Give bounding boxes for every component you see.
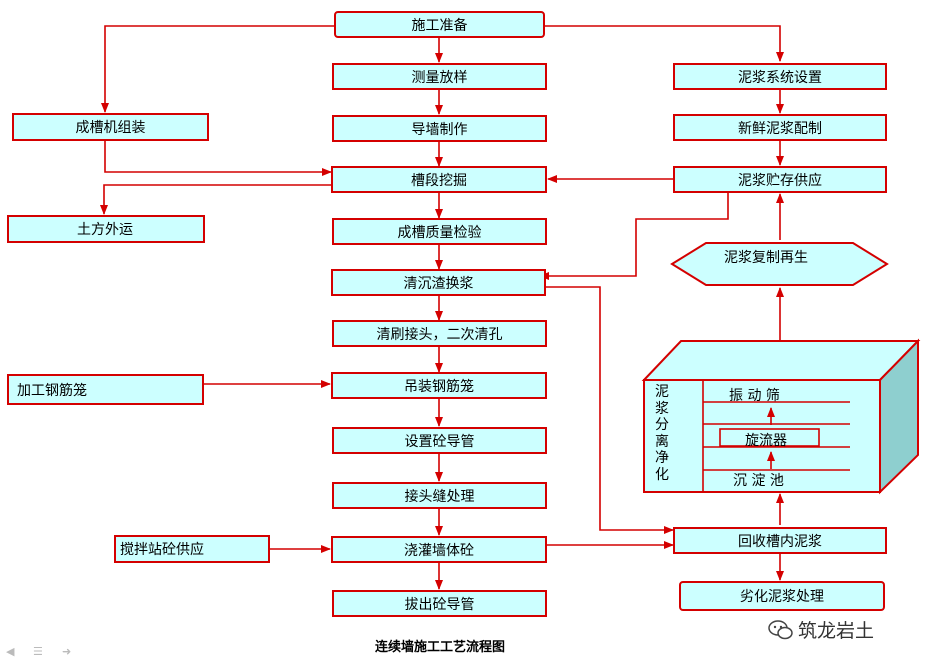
- step-pull-pipe: 拔出砼导管: [332, 590, 547, 617]
- recover-slurry: 回收槽内泥浆: [673, 527, 887, 554]
- fresh-slurry-prep: 新鲜泥浆配制: [673, 114, 887, 141]
- arrow-clean-to-recover: [546, 286, 674, 534]
- rebar-processing: 加工钢筋笼: [7, 374, 204, 405]
- mixing-station-supply: 搅拌站砼供应: [114, 535, 270, 563]
- slurry-system-setup: 泥浆系统设置: [673, 63, 887, 90]
- watermark-text: 筑龙岩土: [798, 620, 875, 642]
- step-preparation: 施工准备: [334, 11, 545, 38]
- hydrocyclone-label: 旋流器: [745, 433, 787, 449]
- step-tremie-pipe: 设置砼导管: [332, 427, 547, 454]
- next-icon[interactable]: ➜: [62, 645, 72, 658]
- separation-unit-label: 泥浆分离净化: [655, 384, 669, 483]
- slurry-storage-supply: 泥浆贮存供应: [673, 166, 887, 193]
- arrow-storage-to-clean: [539, 192, 729, 280]
- step-joint-brushing: 清刷接头，二次清孔: [332, 320, 547, 347]
- arrow-prep-to-machine: [101, 25, 334, 113]
- step-sediment-cleaning: 清沉渣换浆: [331, 269, 546, 296]
- regeneration-hexagon: [670, 242, 889, 286]
- earth-removal: 土方外运: [7, 215, 205, 243]
- arrow-machine-to-excavate: [104, 141, 332, 176]
- prev-icon[interactable]: ◀: [6, 645, 15, 658]
- vibrating-screen-label: 振 动 筛: [729, 388, 780, 404]
- menu-icon[interactable]: ☰: [33, 645, 43, 658]
- step-hoist-cage: 吊装钢筋笼: [331, 372, 547, 399]
- step-pour-concrete: 浇灌墙体砼: [331, 536, 547, 563]
- wechat-icon: [768, 619, 793, 639]
- slurry-regeneration-label: 泥浆复制再生: [724, 250, 808, 266]
- degraded-slurry-treatment: 劣化泥浆处理: [679, 581, 885, 611]
- arrow-excavate-to-earth: [100, 184, 331, 215]
- settling-tank-label: 沉 淀 池: [733, 473, 784, 489]
- step-excavation: 槽段挖掘: [331, 166, 547, 193]
- step-quality-inspection: 成槽质量检验: [332, 218, 547, 245]
- step-joint-treatment: 接头缝处理: [332, 482, 547, 509]
- machine-assembly: 成槽机组装: [12, 113, 209, 141]
- separation-unit-box: [641, 338, 921, 495]
- watermark: 筑龙岩土: [768, 616, 874, 643]
- step-guide-wall: 导墙制作: [332, 115, 547, 142]
- step-survey: 测量放样: [332, 63, 547, 90]
- diagram-title: 连续墙施工工艺流程图: [374, 640, 505, 655]
- arrow-prep-to-slurry-system: [544, 25, 784, 62]
